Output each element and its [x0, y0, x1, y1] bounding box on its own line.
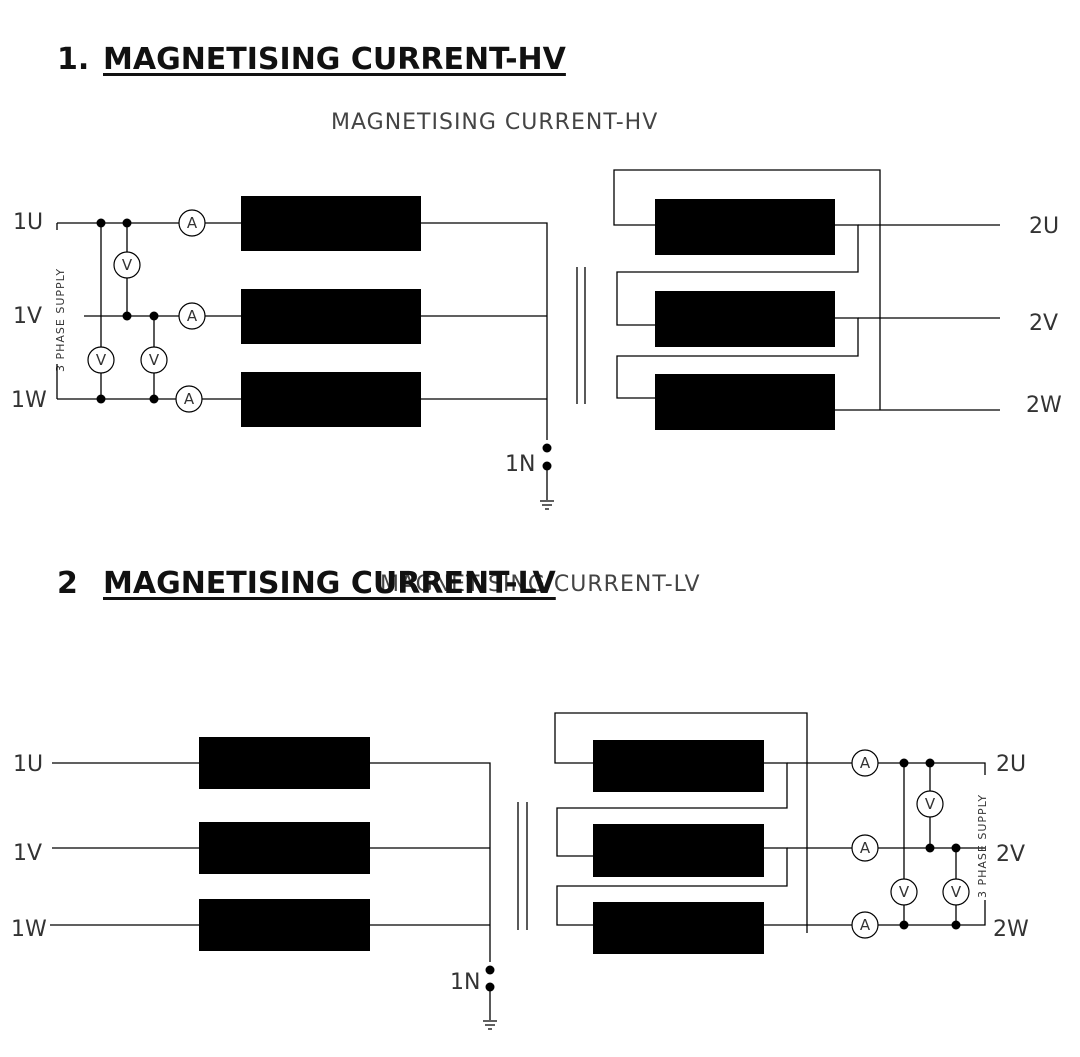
hv-winding-w	[241, 372, 421, 427]
transformer-core	[517, 802, 528, 930]
label-1u: 1U	[13, 210, 43, 235]
hv-winding-v	[241, 289, 421, 344]
svg-text:V: V	[925, 795, 936, 813]
junction-dot	[899, 758, 909, 768]
label-1u: 1U	[13, 752, 43, 777]
diagram-lv-caption: MAGNETISING CURRENT-LV	[380, 572, 701, 597]
junction-dot	[951, 843, 961, 853]
delta-outer-loop	[554, 712, 808, 933]
hv-star-point	[421, 222, 548, 400]
junction-dot	[925, 843, 935, 853]
neutral-terminal	[485, 982, 495, 992]
lv-winding-w	[593, 902, 764, 954]
ground-icon	[540, 470, 554, 510]
hv-lines	[50, 762, 200, 926]
svg-text:V: V	[951, 883, 962, 901]
ammeter-u: A	[178, 209, 206, 237]
label-2v: 2V	[1029, 311, 1058, 336]
delta-link-vw	[556, 847, 788, 926]
svg-text:A: A	[187, 214, 198, 232]
label-1w: 1W	[11, 388, 47, 413]
voltmeter-uv: V	[916, 790, 944, 818]
junction-dot	[925, 758, 935, 768]
section-1-heading: 1. MAGNETISING CURRENT-HV	[57, 42, 566, 77]
ammeter-v: A	[851, 834, 879, 862]
delta-link-vw	[616, 317, 859, 399]
label-1n: 1N	[450, 970, 480, 995]
diagram-lv: MAGNETISING CURRENT-LV 1U 1V 1W 2U 2V 2W…	[11, 572, 1029, 1030]
hv-winding-w	[199, 899, 370, 951]
svg-text:A: A	[860, 916, 871, 934]
delta-link-uv	[556, 762, 788, 857]
lv-output-lines	[835, 224, 1000, 411]
voltmeter-vw: V	[140, 346, 168, 374]
ammeter-w: A	[851, 911, 879, 939]
junction-dot	[122, 218, 132, 228]
diagram-hv-caption: MAGNETISING CURRENT-HV	[331, 110, 658, 135]
voltmeter-uw: V	[87, 346, 115, 374]
junction-dot	[899, 920, 909, 930]
svg-text:V: V	[899, 883, 910, 901]
label-1v: 1V	[13, 304, 42, 329]
lv-line-w	[764, 900, 986, 926]
hv-winding-v	[199, 822, 370, 874]
label-2w: 2W	[1026, 393, 1062, 418]
label-2u: 2U	[996, 752, 1026, 777]
delta-link-uv	[616, 224, 859, 326]
lv-winding-v	[655, 291, 835, 347]
transformer-core	[576, 267, 586, 404]
svg-text:A: A	[860, 754, 871, 772]
svg-text:A: A	[187, 307, 198, 325]
label-1w: 1W	[11, 917, 47, 942]
section-2-title: MAGNETISING CURRENT-LV	[103, 566, 556, 601]
neutral-terminal	[542, 443, 552, 453]
section-2-number: 2	[57, 566, 78, 601]
ammeter-w: A	[175, 385, 203, 413]
voltmeter-uw: V	[890, 878, 918, 906]
hv-winding-u	[199, 737, 370, 789]
label-2v: 2V	[996, 842, 1025, 867]
section-1-number: 1.	[57, 42, 90, 77]
neutral-terminal	[485, 965, 495, 975]
junction-dot	[96, 218, 106, 228]
svg-text:A: A	[860, 839, 871, 857]
supply-label: 3 PHASE SUPPLY	[976, 794, 989, 898]
junction-dot	[149, 311, 159, 321]
lv-winding-u	[655, 199, 835, 255]
supply-label: 3 PHASE SUPPLY	[54, 268, 67, 372]
svg-text:A: A	[184, 390, 195, 408]
label-1n: 1N	[505, 452, 535, 477]
lv-winding-w	[655, 374, 835, 430]
lv-line-u	[787, 762, 986, 775]
voltmeter-uv: V	[113, 251, 141, 279]
section-2-heading: 2 MAGNETISING CURRENT-LV	[57, 566, 556, 601]
hv-star-point	[370, 762, 491, 926]
junction-dot	[951, 920, 961, 930]
ammeter-u: A	[851, 749, 879, 777]
delta-outer-loop	[613, 169, 881, 410]
ground-icon	[483, 991, 497, 1030]
neutral-terminal	[542, 461, 552, 471]
svg-text:V: V	[96, 351, 107, 369]
section-1-title: MAGNETISING CURRENT-HV	[103, 42, 566, 77]
label-2w: 2W	[993, 917, 1029, 942]
lv-winding-v	[593, 824, 764, 877]
label-2u: 2U	[1029, 214, 1059, 239]
diagram-hv: MAGNETISING CURRENT-HV 1U 1V 1W 2U 2V 2W…	[11, 110, 1062, 510]
svg-text:V: V	[149, 351, 160, 369]
junction-dot	[122, 311, 132, 321]
junction-dot	[96, 394, 106, 404]
hv-winding-u	[241, 196, 421, 251]
label-1v: 1V	[13, 841, 42, 866]
junction-dot	[149, 394, 159, 404]
ammeter-v: A	[178, 302, 206, 330]
svg-text:V: V	[122, 256, 133, 274]
lv-winding-u	[593, 740, 764, 792]
voltmeter-vw: V	[942, 878, 970, 906]
